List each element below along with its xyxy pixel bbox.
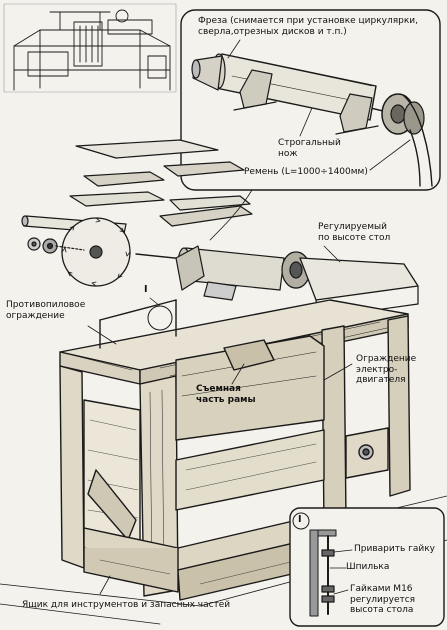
label-weld-nut: Приварить гайку — [354, 544, 435, 554]
saw-assembly — [21, 215, 131, 287]
label-cutter: Фреза (снимается при установке циркулярк… — [198, 16, 419, 37]
label-belt: Ремень (L=1000÷1400мм) — [244, 167, 368, 177]
label-inset-marker-i: I — [298, 514, 302, 525]
overview-sketch — [3, 3, 177, 93]
label-adjustable-table: Регулируемый по высоте стол — [318, 222, 391, 243]
label-anti-saw-guard: Противопиловое ограждение — [6, 300, 86, 321]
label-toolbox: Ящик для инструментов и запасных частей — [22, 600, 231, 610]
label-nuts-m16: Гайками М16 регулируется высота стола — [350, 584, 416, 615]
label-planer-knife: Строгальный нож — [278, 138, 341, 159]
label-stud: Шпилька — [346, 562, 390, 572]
planer-unit — [135, 245, 419, 319]
main-frame — [0, 297, 447, 625]
label-motor-guard: Ограждение электро- двигателя — [356, 354, 417, 385]
label-removable-frame: Съемная часть рамы — [196, 384, 256, 405]
cutter-callout — [180, 9, 441, 191]
exploded-parts — [69, 139, 253, 241]
inset-detail — [289, 507, 445, 627]
label-marker-i: I — [144, 284, 148, 295]
